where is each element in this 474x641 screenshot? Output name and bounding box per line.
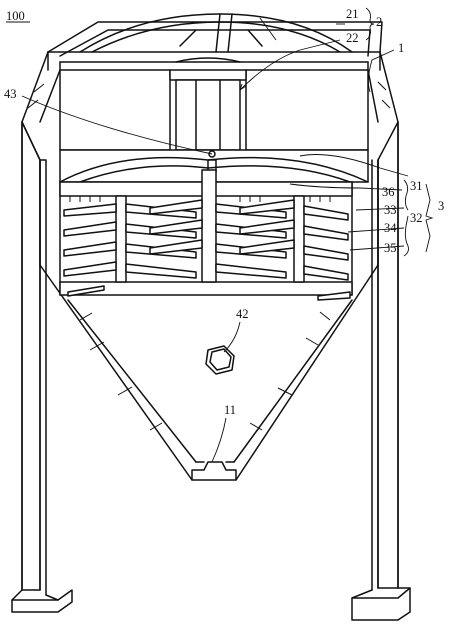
right-leg xyxy=(351,121,411,621)
top-frame xyxy=(21,13,399,123)
label-figure-number: 100 xyxy=(6,9,25,23)
label-2: 2 xyxy=(376,15,382,29)
reference-labels: 100 21 2 22 1 43 31 3 36 33 32 34 35 42 … xyxy=(4,7,444,417)
label-36: 36 xyxy=(382,185,395,199)
label-3: 3 xyxy=(438,199,444,213)
label-35: 35 xyxy=(384,241,397,255)
label-34: 34 xyxy=(384,221,397,235)
label-32: 32 xyxy=(410,211,423,225)
grinding-section xyxy=(59,169,353,301)
label-33: 33 xyxy=(384,203,397,217)
label-21: 21 xyxy=(346,7,359,21)
label-42: 42 xyxy=(236,307,249,321)
upper-block xyxy=(59,57,369,183)
port-hex-nut xyxy=(205,345,235,375)
label-1: 1 xyxy=(398,41,404,55)
leader-lines xyxy=(21,17,434,463)
label-31: 31 xyxy=(410,179,423,193)
label-43: 43 xyxy=(4,87,17,101)
label-11: 11 xyxy=(224,403,236,417)
left-leg xyxy=(11,121,73,613)
label-22: 22 xyxy=(346,31,359,45)
